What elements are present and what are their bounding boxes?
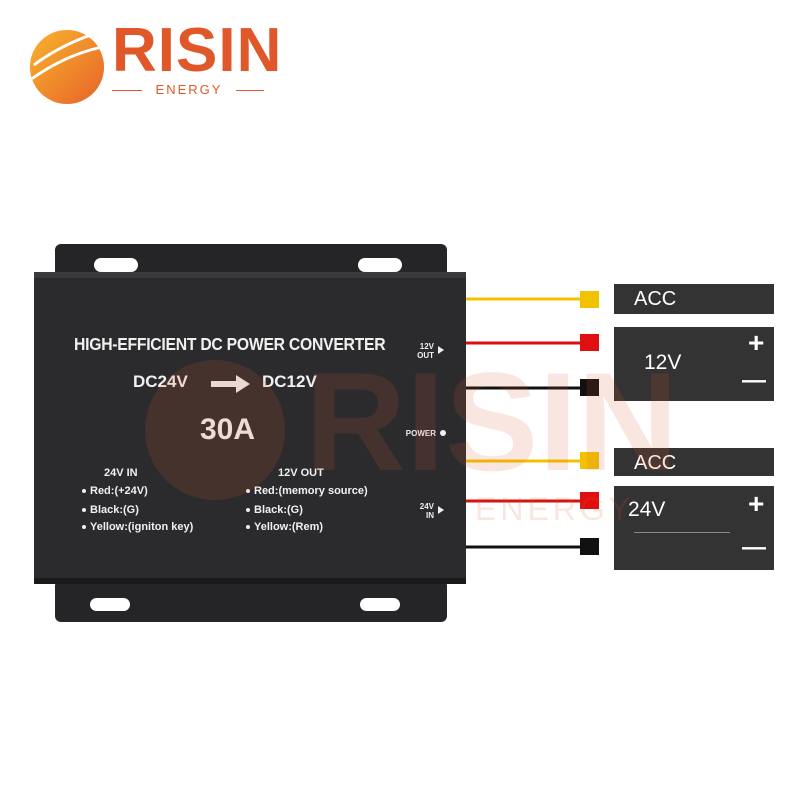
output-line-yellow: Yellow:(Rem) [254, 521, 324, 533]
output-section-heading: 12V OUT [278, 467, 324, 479]
brand-tagline: ENERGY [155, 82, 223, 97]
input-acc-label: ACC [634, 452, 677, 474]
output-line-red: Red:(memory source) [254, 485, 368, 497]
bullet-icon [246, 508, 250, 512]
output-voltage-terminal-label: 12V [644, 351, 682, 374]
terminal-divider [634, 532, 730, 533]
input-line-red: Red:(+24V) [90, 485, 148, 497]
input-acc-terminal: ACC [614, 448, 774, 476]
port-out-label-bottom: OUT [417, 351, 434, 360]
input-line-black: Black:(G) [90, 504, 139, 516]
output-line-black: Black:(G) [254, 504, 303, 516]
plus-icon: + [748, 327, 765, 358]
input-line-yellow: Yellow:(igniton key) [90, 521, 194, 533]
bullet-icon [246, 489, 250, 493]
arrow-right-icon [211, 375, 250, 393]
input-positive-connector [580, 492, 599, 509]
input-voltage-label: DC24V [133, 372, 188, 391]
power-label: POWER [405, 429, 436, 438]
output-voltage-label: DC12V [262, 372, 317, 391]
bullet-icon [246, 525, 250, 529]
output-positive-connector [580, 334, 599, 351]
input-acc-connector [580, 452, 599, 469]
plus-icon: + [748, 488, 765, 519]
triangle-right-icon [438, 506, 444, 514]
port-in-label-bottom: IN [426, 511, 434, 520]
current-rating: 30A [200, 413, 256, 446]
device-title: HIGH-EFFICIENT DC POWER CONVERTER [74, 334, 386, 354]
bullet-icon [82, 508, 86, 512]
input-battery-terminal: 24V + — [614, 486, 774, 570]
risin-logo-icon [29, 29, 105, 105]
bullet-icon [82, 525, 86, 529]
output-battery-terminal: 12V + — [614, 327, 774, 401]
port-in-label-top: 24V [419, 502, 434, 511]
output-acc-connector [580, 291, 599, 308]
output-acc-label: ACC [634, 288, 677, 310]
input-section-heading: 24V IN [104, 467, 138, 479]
input-negative-connector [580, 538, 599, 555]
brand-divider-right [236, 90, 264, 91]
brand-divider-left [112, 90, 142, 91]
port-out-label-top: 12V [419, 342, 434, 351]
power-led-icon [440, 430, 446, 436]
output-negative-connector [580, 379, 599, 396]
bullet-icon [82, 489, 86, 493]
brand-name: RISIN [112, 16, 283, 85]
minus-icon: — [742, 367, 766, 394]
minus-icon: — [742, 534, 766, 561]
triangle-right-icon [438, 346, 444, 354]
input-voltage-terminal-label: 24V [628, 498, 666, 521]
output-acc-terminal: ACC [614, 284, 774, 314]
